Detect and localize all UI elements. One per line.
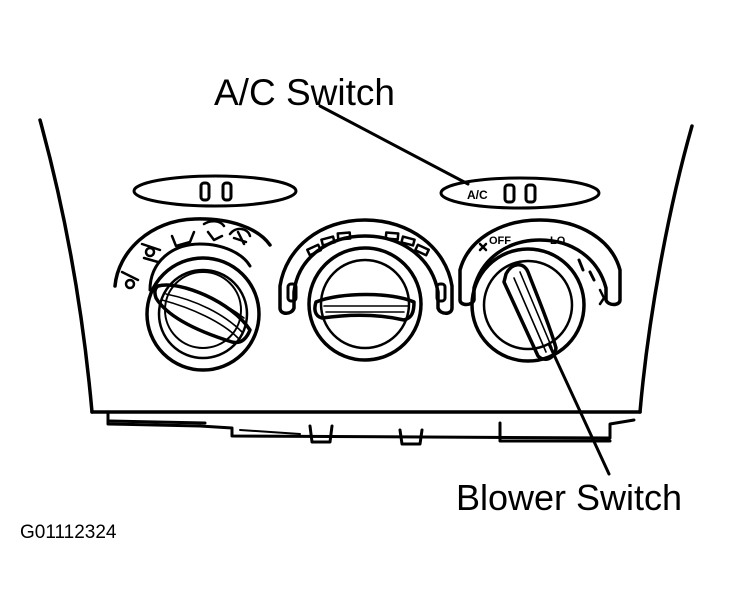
figure-id: G01112324: [20, 522, 117, 543]
mode-selector-knob[interactable]: [113, 217, 272, 372]
panel-outline: [38, 118, 694, 446]
face-vent-icon: [120, 270, 140, 290]
blower-leader-line: [547, 342, 611, 476]
blower-switch-label: Blower Switch: [456, 477, 683, 518]
defrost-icon: [228, 227, 252, 246]
fresh-air-icon: [598, 288, 606, 306]
ac-leader-line: [318, 104, 470, 186]
fan-speed-icon: [577, 258, 596, 282]
blower-switch[interactable]: [458, 218, 622, 363]
recirculation-icon: [478, 242, 488, 252]
ac-switch-label: A/C Switch: [214, 72, 395, 113]
lo-marking: LO: [550, 235, 566, 247]
bilevel-vent-icon: [140, 242, 162, 264]
off-marking: OFF: [489, 235, 511, 247]
ac-marking: A/C: [467, 188, 488, 202]
temperature-knob[interactable]: [278, 218, 454, 362]
foot-vent-icon: [170, 230, 196, 248]
mode-indicator-pill: [132, 174, 298, 208]
foot-defrost-icon: [202, 220, 226, 242]
ac-switch[interactable]: [439, 176, 601, 210]
